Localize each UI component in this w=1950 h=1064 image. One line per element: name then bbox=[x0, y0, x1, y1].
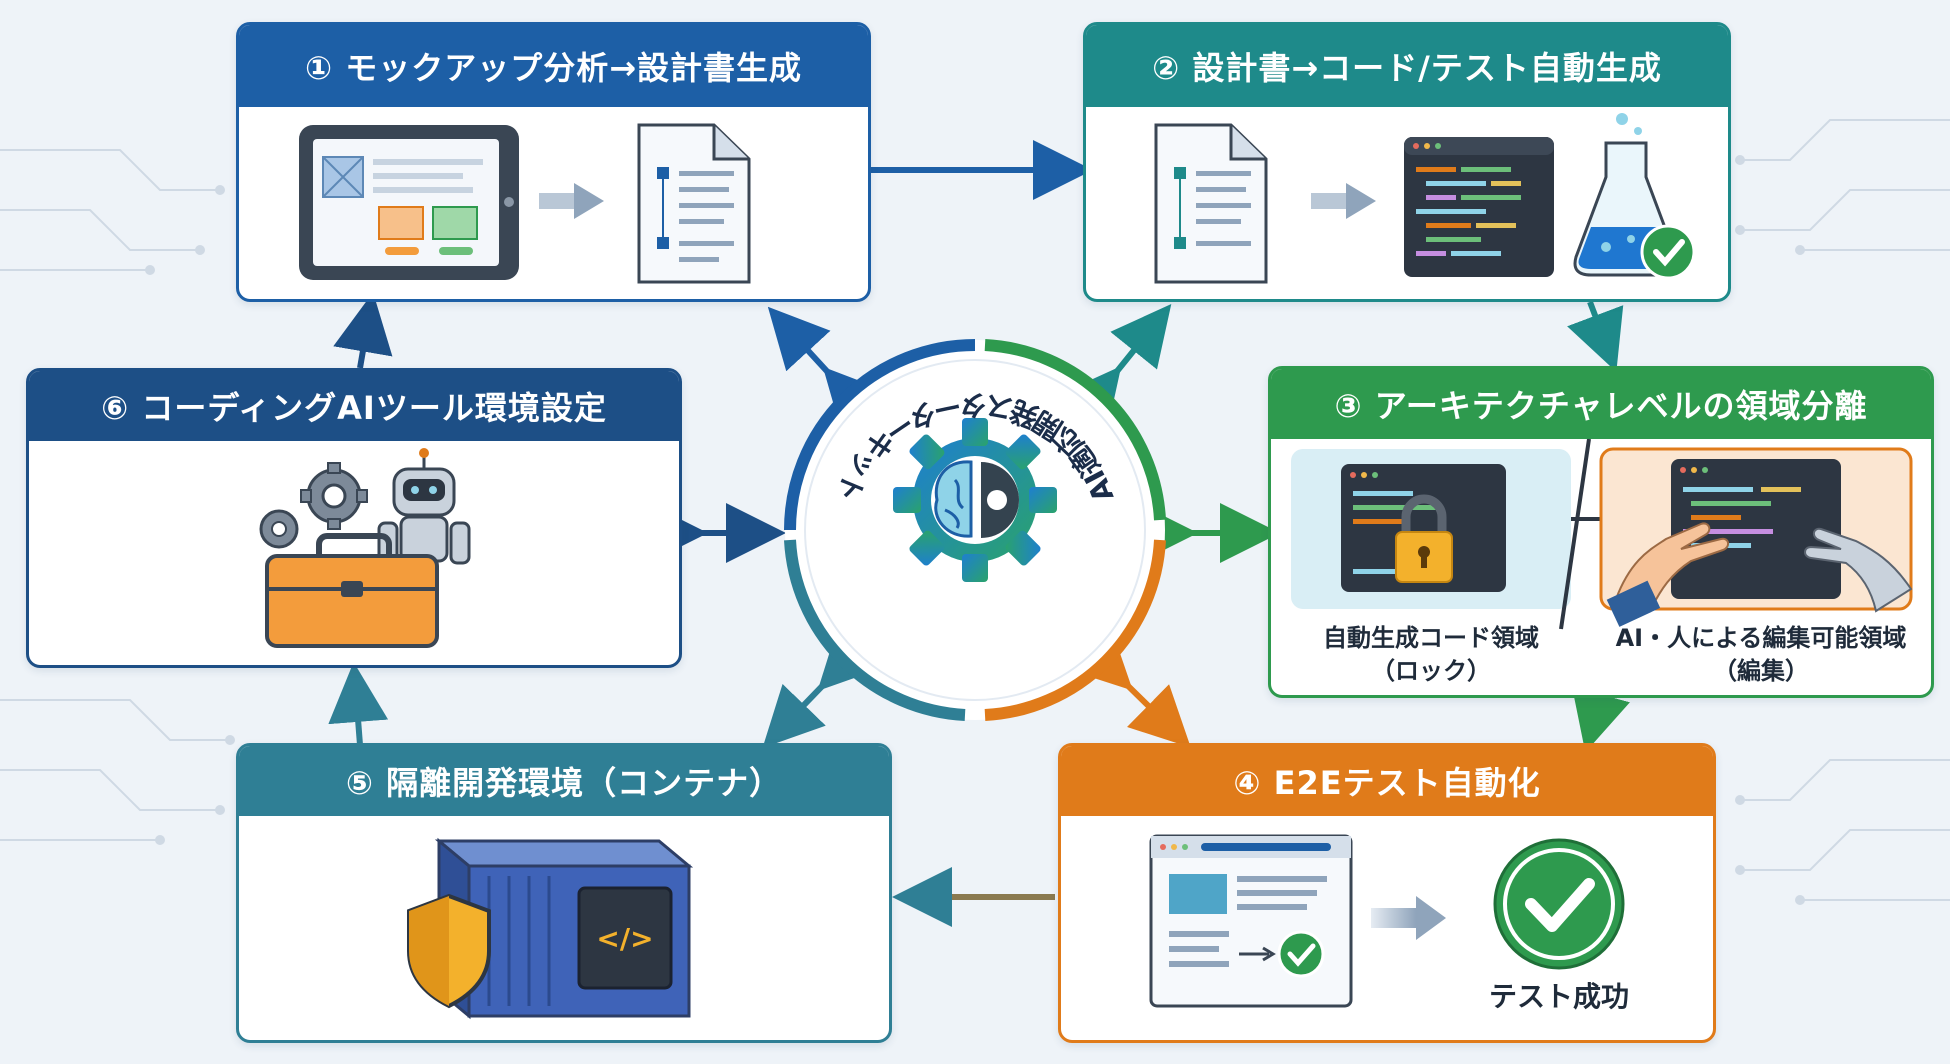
arrow-3-to-4 bbox=[1571, 686, 1630, 753]
code-editor-icon bbox=[1404, 137, 1554, 277]
shield-icon bbox=[407, 893, 491, 1009]
card-title: ⑥ コーディングAIツール環境設定 bbox=[29, 371, 679, 441]
hub-arrow-4 bbox=[1069, 627, 1191, 748]
card-title: ② 設計書→コード/テスト自動生成 bbox=[1086, 25, 1728, 107]
card-architecture-separation: ③ アーキテクチャレベルの領域分離 bbox=[1268, 366, 1934, 698]
arrow-2-to-3 bbox=[1567, 300, 1624, 372]
arrow-5-to-6 bbox=[328, 662, 389, 746]
lock-icon bbox=[1395, 494, 1453, 583]
card-6-illustration bbox=[259, 448, 471, 648]
hub-arrow-2 bbox=[1060, 303, 1172, 432]
container-icon: </> bbox=[434, 837, 694, 1020]
hand-editing-icon bbox=[1606, 459, 1913, 627]
hub-arrow-1 bbox=[767, 306, 886, 432]
locked-region-label: 自動生成コード領域 bbox=[1323, 624, 1539, 652]
gear-icon bbox=[259, 462, 368, 549]
flask-check-icon bbox=[1573, 113, 1696, 280]
card-1-illustration bbox=[299, 123, 751, 284]
card-isolated-container: ⑤ 隔離開発環境（コンテナ） </> bbox=[236, 743, 892, 1043]
svg-text:</>: </> bbox=[596, 922, 653, 955]
card-title: ③ アーキテクチャレベルの領域分離 bbox=[1271, 369, 1931, 439]
robot-icon bbox=[377, 448, 471, 565]
hub-arrow-5 bbox=[762, 626, 881, 748]
circuit-traces bbox=[0, 119, 1950, 901]
card-2-illustration bbox=[1154, 113, 1696, 284]
card-mockup-analysis: ① モックアップ分析→設計書生成 bbox=[236, 22, 871, 302]
check-circle-icon bbox=[1493, 838, 1625, 970]
document-icon bbox=[637, 123, 751, 284]
brain-gear-icon bbox=[893, 418, 1057, 582]
locked-editor bbox=[1341, 464, 1506, 592]
card-title: ① モックアップ分析→設計書生成 bbox=[239, 25, 868, 107]
card-e2e-test: ④ E2Eテスト自動化 bbox=[1058, 743, 1716, 1043]
card-5-illustration: </> bbox=[407, 837, 694, 1020]
card-code-test-generation: ② 設計書→コード/テスト自動生成 bbox=[1083, 22, 1731, 302]
test-success-label: テスト成功 bbox=[1489, 980, 1629, 1013]
card-coding-ai-setup: ⑥ コーディングAIツール環境設定 bbox=[26, 368, 682, 668]
browser-test-icon bbox=[1149, 834, 1353, 1008]
document-icon bbox=[1154, 123, 1268, 284]
card-title: ⑤ 隔離開発環境（コンテナ） bbox=[239, 746, 889, 816]
card-4-illustration: テスト成功 bbox=[1149, 834, 1629, 1013]
editable-region-sub: （編集） bbox=[1713, 657, 1809, 685]
locked-region-sub: （ロック） bbox=[1371, 657, 1491, 685]
editable-region-label: AI・人による編集可能領域 bbox=[1616, 624, 1907, 652]
arrow-6-to-1 bbox=[333, 292, 393, 369]
card-title: ④ E2Eテスト自動化 bbox=[1061, 746, 1713, 816]
center-hub: AI適応開発スターターキット bbox=[784, 339, 1166, 721]
toolbox-icon bbox=[265, 533, 439, 648]
card-3-illustration: 自動生成コード領域 （ロック） AI・人による編集可能領域 （編集） bbox=[1291, 438, 1913, 685]
tablet-mockup-icon bbox=[299, 125, 519, 280]
